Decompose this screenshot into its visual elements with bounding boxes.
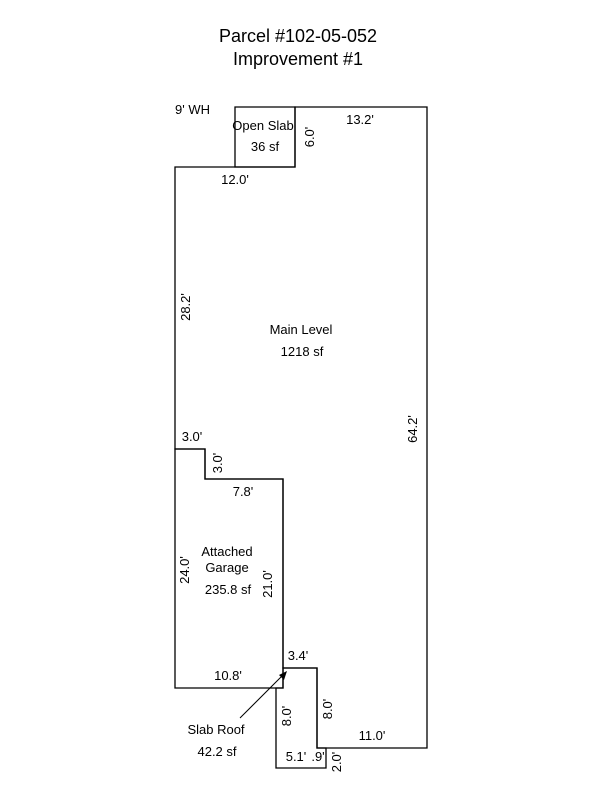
dim-slab-small: .9'	[311, 749, 324, 764]
garage-name-line2: Garage	[205, 560, 248, 575]
main-level-name: Main Level	[270, 322, 333, 337]
dim-garage-top: 7.8'	[233, 484, 254, 499]
dim-bottom-right: 11.0'	[359, 728, 386, 743]
parcel-title: Parcel #102-05-052	[219, 26, 377, 46]
garage-outline	[174, 448, 284, 689]
dim-slab-left: 8.0'	[279, 706, 294, 727]
dim-main-right: 64.2'	[405, 415, 420, 443]
main-level-size: 1218 sf	[281, 344, 324, 359]
garage-name-line1: Attached	[201, 544, 252, 559]
dim-main-left: 28.2'	[178, 293, 193, 321]
slab-roof-outline	[275, 667, 327, 769]
improvement-title: Improvement #1	[233, 49, 363, 69]
dim-garage-left: 24.0'	[177, 556, 192, 584]
dim-garage-right: 21.0'	[260, 570, 275, 598]
open-slab-outline	[234, 106, 296, 168]
dim-slab-right: 8.0'	[320, 699, 335, 720]
wall-height-note: 9' WH	[175, 102, 210, 117]
slab-roof-size: 42.2 sf	[197, 744, 236, 759]
dim-slab-end: 2.0'	[329, 752, 344, 773]
slab-roof-leader-line	[239, 672, 286, 719]
dim-open-slab-side: 6.0'	[302, 127, 317, 148]
dim-open-slab-bottom: 12.0'	[221, 172, 249, 187]
slab-roof-name: Slab Roof	[187, 722, 244, 737]
dim-step-side: 3.0'	[210, 453, 225, 474]
dim-step-top: 3.0'	[182, 429, 203, 444]
dim-main-top: 13.2'	[346, 112, 374, 127]
garage-size: 235.8 sf	[205, 582, 252, 597]
slab-roof-arrowhead	[279, 671, 287, 680]
dim-slab-bottom: 5.1'	[286, 749, 307, 764]
dim-garage-bottom: 10.8'	[214, 668, 242, 683]
dim-jog: 3.4'	[288, 648, 309, 663]
open-slab-name: Open Slab	[232, 118, 293, 133]
open-slab-size: 36 sf	[251, 139, 280, 154]
